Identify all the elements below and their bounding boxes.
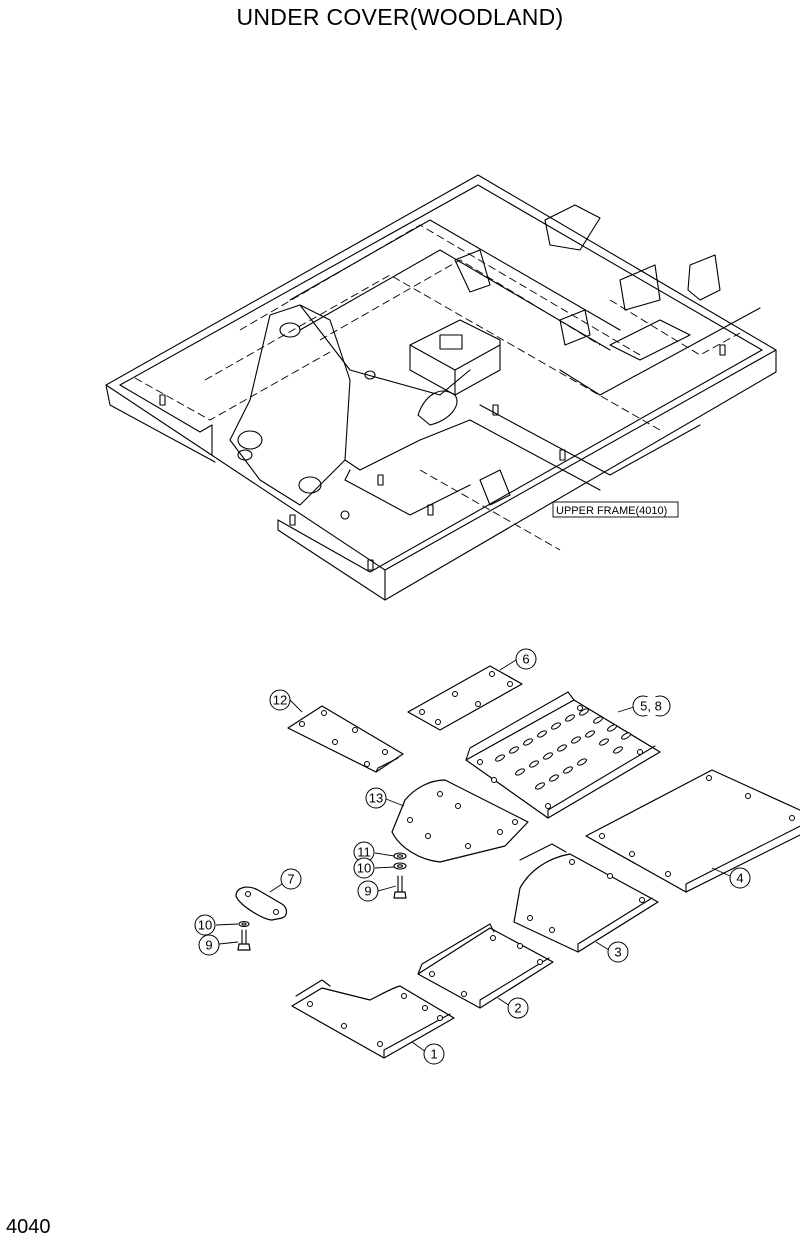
part-3-cover xyxy=(513,843,659,953)
slot-row-3 xyxy=(535,758,587,790)
callout-10-left-label: 10 xyxy=(198,918,212,933)
hardware-stack-left xyxy=(237,920,251,951)
callout-1: 1 xyxy=(411,1041,445,1065)
upper-frame-reference-label: UPPER FRAME(4010) xyxy=(556,505,667,517)
callout-12: 12 xyxy=(269,689,303,713)
callout-9-center: 9 xyxy=(357,880,397,902)
callout-5-8-label: 5, 8 xyxy=(640,699,662,714)
part-2-cover xyxy=(417,923,554,1009)
upper-frame xyxy=(105,174,777,601)
part-4-cover xyxy=(585,769,800,893)
callout-13: 13 xyxy=(365,787,405,809)
part-13-cover xyxy=(391,779,529,863)
callout-10-center-label: 10 xyxy=(357,861,371,876)
callout-7-label: 7 xyxy=(287,872,294,887)
part-5-8-slotted-cover xyxy=(465,691,661,819)
callout-3-label: 3 xyxy=(614,945,621,960)
callout-5-8: 5, 8 xyxy=(617,695,671,717)
part-6-cover xyxy=(407,665,523,731)
callout-10-center: 10 xyxy=(353,857,395,879)
part-1-cover xyxy=(291,979,455,1059)
slot-row-1 xyxy=(495,708,631,762)
diagram-title: UNDER COVER(WOODLAND) xyxy=(236,4,564,30)
page-number: 4040 xyxy=(6,1216,51,1238)
callout-9-left: 9 xyxy=(198,934,239,956)
callout-1-label: 1 xyxy=(430,1047,437,1062)
callout-9-center-label: 9 xyxy=(364,884,371,899)
callout-6-label: 6 xyxy=(522,652,529,667)
callout-7: 7 xyxy=(269,868,302,893)
callout-2: 2 xyxy=(497,997,529,1019)
callout-4-label: 4 xyxy=(736,871,743,886)
callout-11: 11 xyxy=(353,841,395,863)
callout-4: 4 xyxy=(711,867,751,889)
callout-3: 3 xyxy=(595,941,629,963)
callout-9-left-label: 9 xyxy=(205,938,212,953)
part-7-plate xyxy=(235,886,288,921)
callout-11-label: 11 xyxy=(357,845,371,860)
callout-12-label: 12 xyxy=(273,693,287,708)
hardware-stack-center xyxy=(393,852,407,899)
callout-10-left: 10 xyxy=(194,914,239,936)
callout-2-label: 2 xyxy=(514,1001,521,1016)
upper-frame-reference: UPPER FRAME(4010) xyxy=(552,501,679,518)
callout-13-label: 13 xyxy=(369,791,383,806)
slot-row-2 xyxy=(515,730,623,776)
part-12-cover xyxy=(287,705,404,773)
callout-6: 6 xyxy=(499,648,537,671)
